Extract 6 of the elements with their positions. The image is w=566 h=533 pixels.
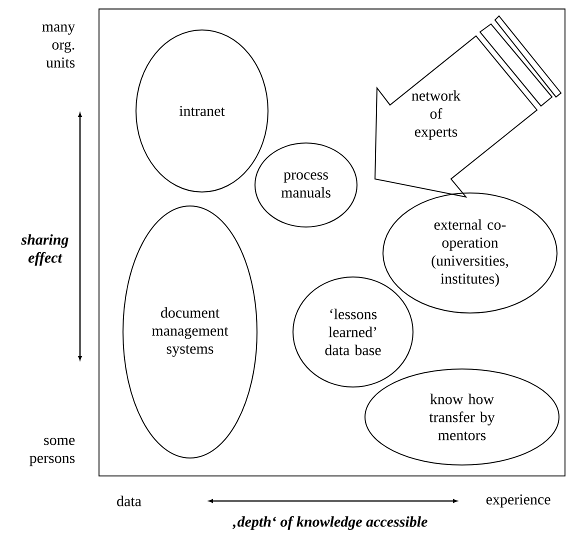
axis-label: experience xyxy=(486,494,550,508)
axis-label: sharing effect xyxy=(21,234,68,266)
axis-label: some persons xyxy=(30,438,75,466)
axis-label: ‚depth‘ of knowledge accessible xyxy=(232,516,428,530)
axis-label: many org. units xyxy=(42,24,76,68)
axis-label: data xyxy=(117,496,142,506)
